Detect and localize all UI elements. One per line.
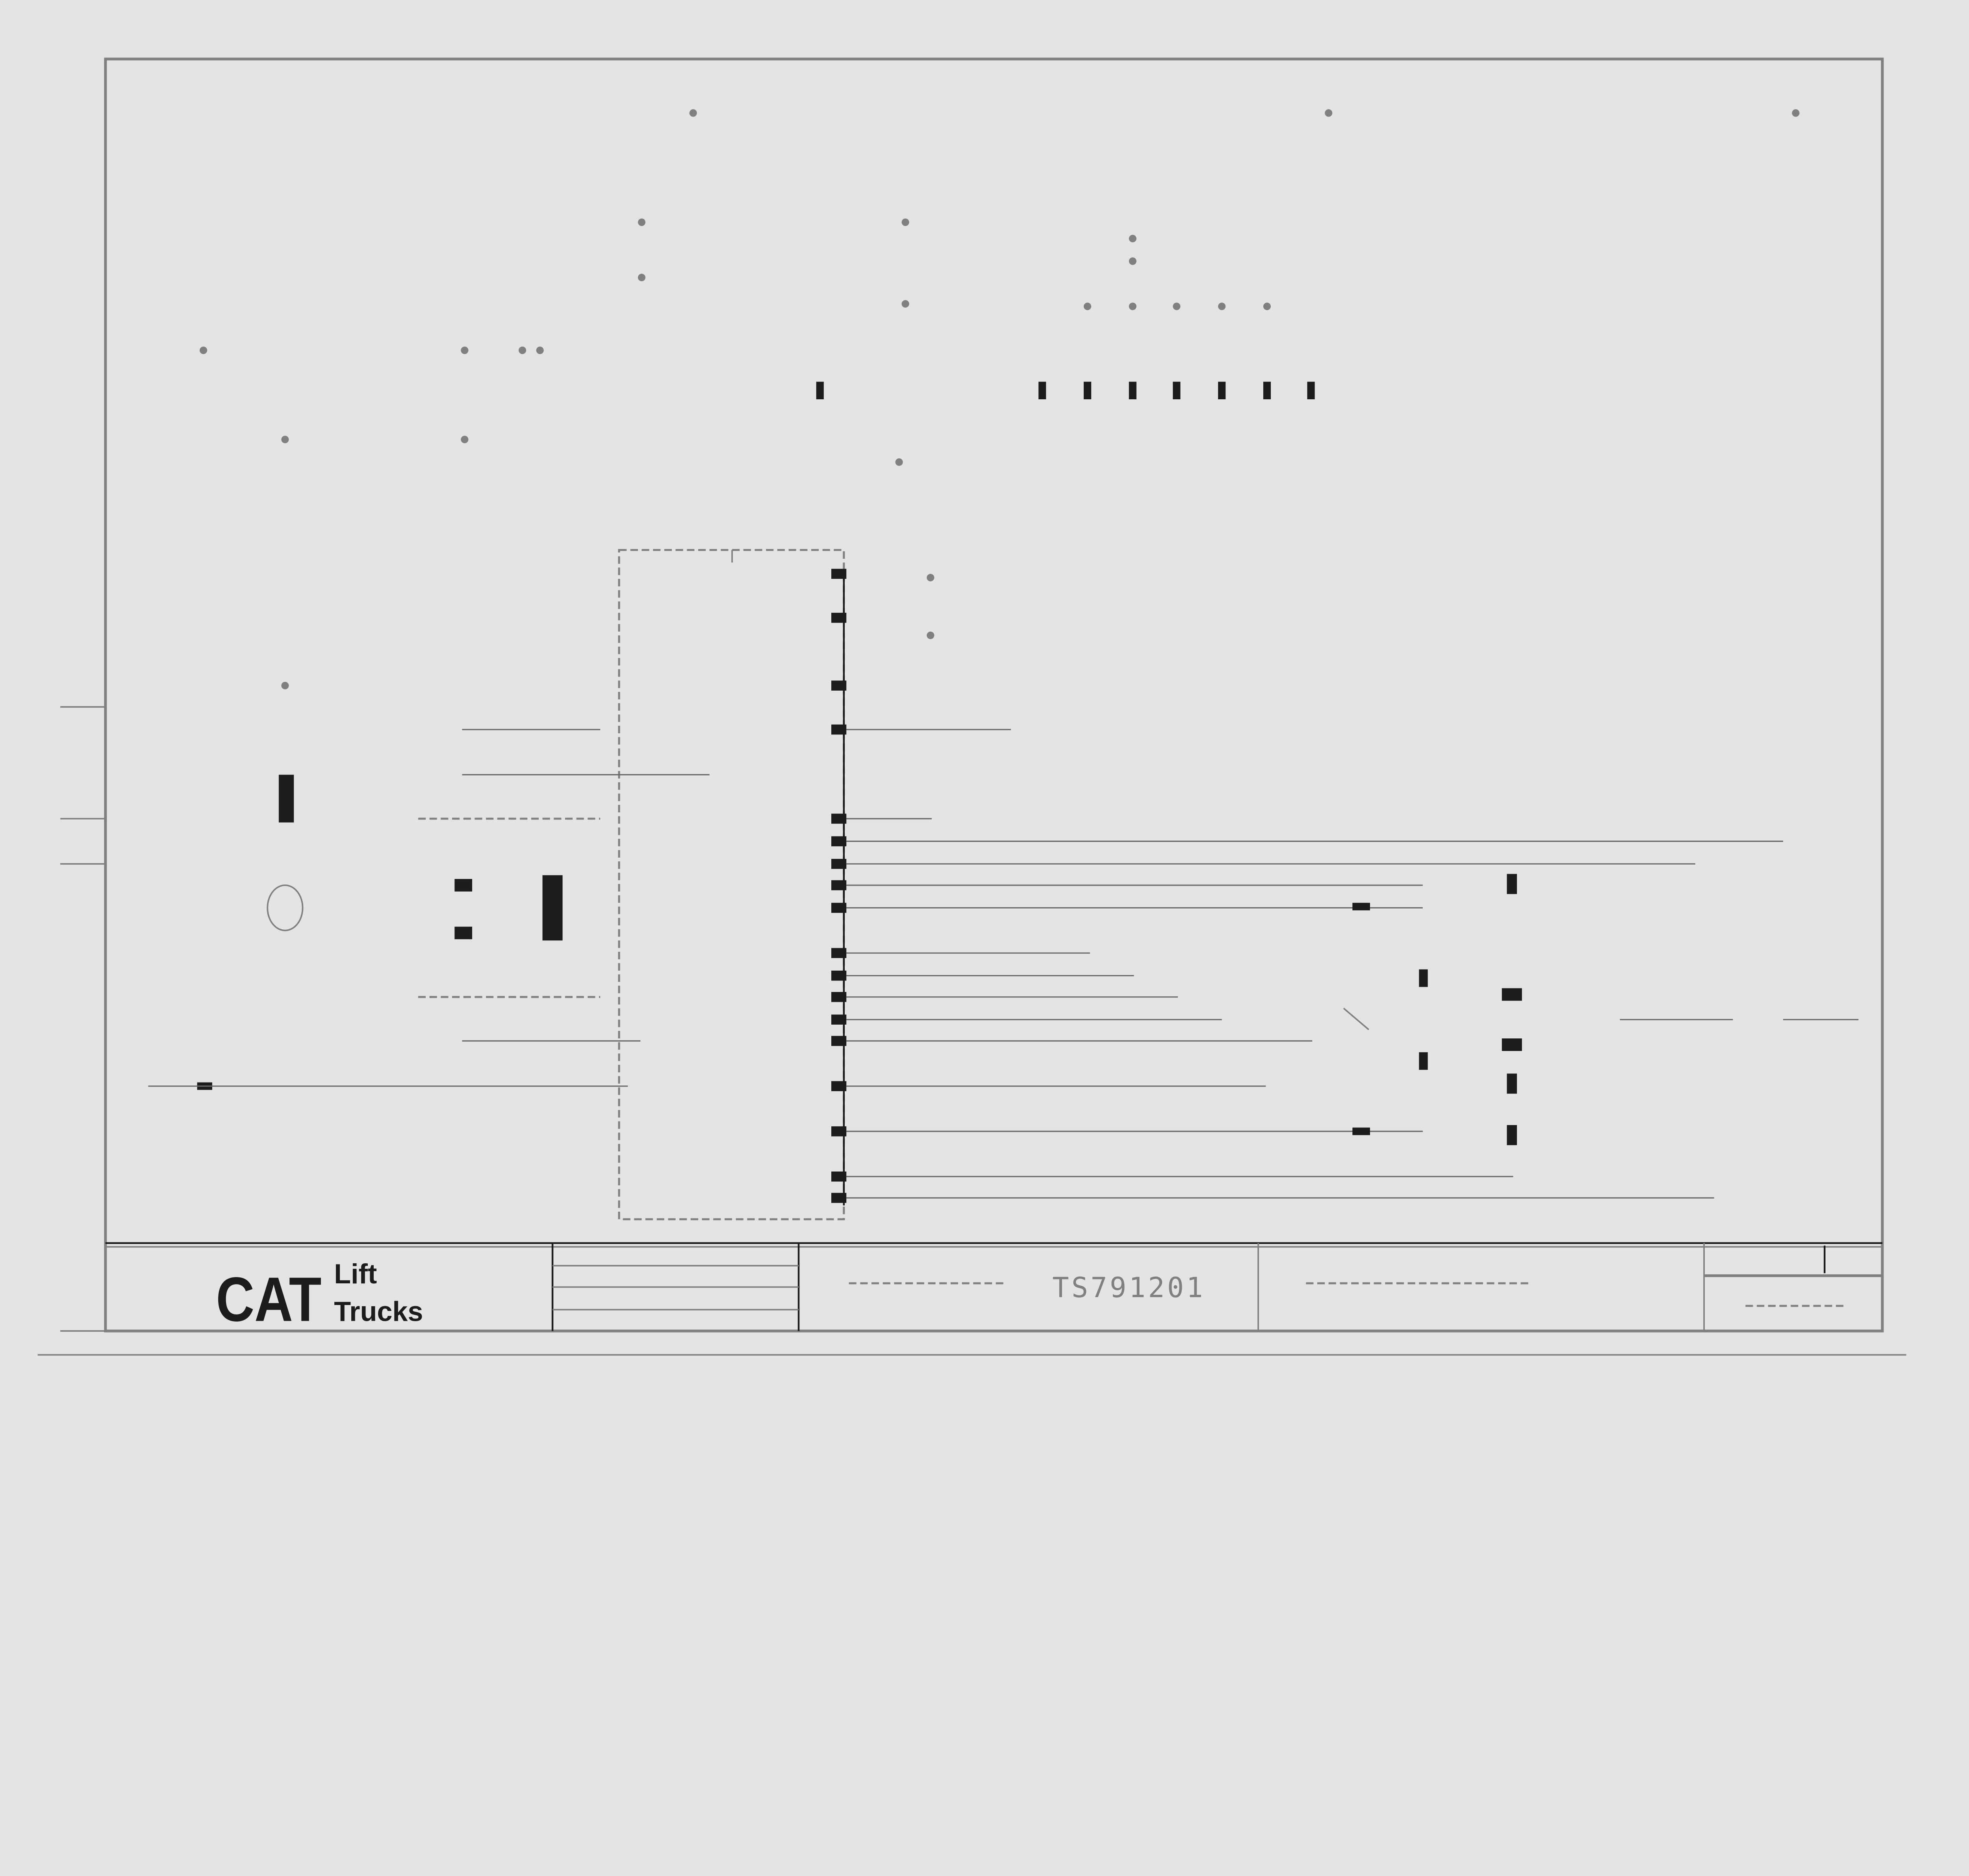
terminal-block xyxy=(1173,382,1181,399)
right-components xyxy=(1343,874,1859,1146)
drawing-frame xyxy=(37,57,1906,1356)
terminal-node xyxy=(638,274,646,282)
terminal-block xyxy=(816,382,824,399)
terminal-block xyxy=(1083,382,1092,399)
terminal-node xyxy=(536,347,544,354)
terminal-block xyxy=(1307,382,1315,399)
terminal-node xyxy=(461,347,469,354)
controller-module xyxy=(618,549,845,1220)
terminal-node xyxy=(1792,109,1800,117)
terminal-node xyxy=(1173,302,1181,310)
terminal-node xyxy=(1129,235,1137,243)
logo-line2: Trucks xyxy=(334,1296,423,1327)
terminal-node xyxy=(518,347,527,354)
schematic-drawing: CAT Lift Trucks TS791201 xyxy=(37,57,1906,1356)
terminal-node xyxy=(901,300,909,308)
terminal-node xyxy=(1083,302,1092,310)
terminal-node xyxy=(200,347,208,354)
terminal-block xyxy=(1038,382,1046,399)
terminal-node xyxy=(901,218,909,226)
cat-logo: CAT Lift Trucks xyxy=(216,1258,423,1335)
title-block xyxy=(105,1242,1882,1331)
wiring xyxy=(843,574,1784,1206)
terminal-block xyxy=(1129,382,1137,399)
terminal-node xyxy=(1129,302,1137,310)
terminal-node xyxy=(895,458,903,466)
terminal-node xyxy=(927,574,934,582)
terminal-node xyxy=(281,682,289,690)
terminal-node xyxy=(1129,257,1137,265)
terminal-node xyxy=(461,436,469,443)
drawing-number: TS791201 xyxy=(1052,1272,1205,1304)
terminal-block xyxy=(1263,382,1271,399)
terminal-block xyxy=(1218,382,1226,399)
terminal-node xyxy=(927,631,934,640)
logo-brand: CAT xyxy=(216,1264,321,1334)
terminal-node xyxy=(1218,302,1226,310)
logo-line1: Lift xyxy=(334,1258,377,1289)
terminal-node xyxy=(638,218,646,226)
terminal-node xyxy=(1263,302,1271,310)
terminal-node xyxy=(1325,109,1333,117)
terminal-node xyxy=(689,109,697,117)
left-components xyxy=(148,729,710,1090)
terminal-nodes xyxy=(200,109,1800,690)
terminal-node xyxy=(281,436,289,443)
